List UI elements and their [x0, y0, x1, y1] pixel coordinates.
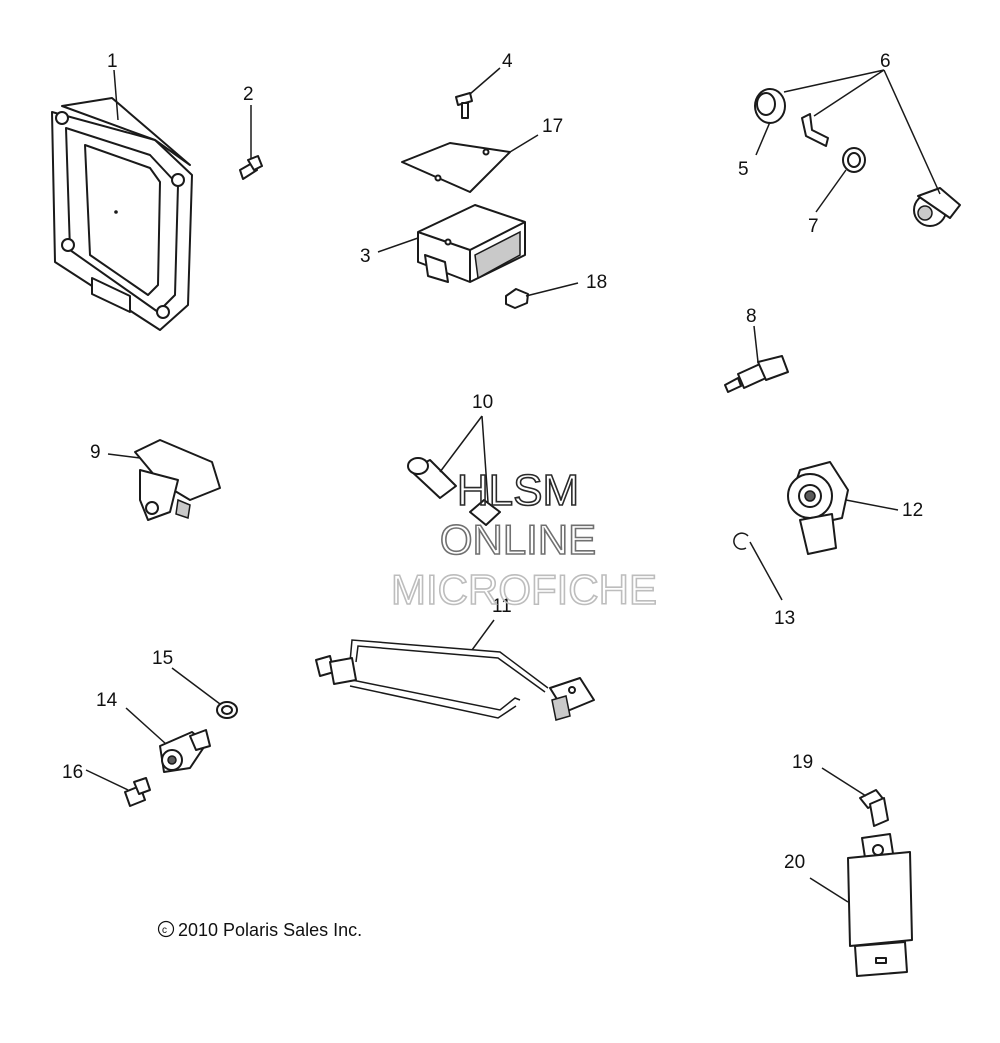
- callout-18: 18: [586, 272, 607, 293]
- leader-1: [113, 69, 119, 121]
- part-15-o-ring: [216, 701, 238, 719]
- part-19-bolt: [859, 789, 889, 827]
- callout-20: 20: [784, 852, 805, 873]
- part-20-relay: [847, 833, 913, 977]
- leader-20: [809, 877, 849, 903]
- callout-1: 1: [107, 51, 118, 72]
- callout-11: 11: [492, 596, 512, 617]
- leader-14: [125, 707, 167, 745]
- leader-3: [377, 237, 419, 253]
- callout-8: 8: [746, 306, 757, 327]
- callout-4: 4: [502, 51, 513, 72]
- part-17-cover-plate: [401, 142, 511, 193]
- callout-10: 10: [472, 392, 493, 413]
- callout-17: 17: [542, 116, 563, 137]
- part-12-knock-sensor: [787, 461, 849, 555]
- callout-15: 15: [152, 648, 173, 669]
- part-5-plug: [754, 88, 786, 124]
- leader-8: [753, 325, 759, 363]
- leader-18: [525, 282, 579, 297]
- part-4-screw: [455, 92, 473, 119]
- part-18-nut: [505, 288, 529, 309]
- leader-5: [755, 121, 771, 156]
- leader-11: [471, 619, 495, 651]
- callout-2: 2: [243, 84, 254, 105]
- leader-13: [749, 541, 783, 601]
- leader-9: [107, 453, 141, 459]
- leader-16: [85, 769, 129, 791]
- copyright-icon: [157, 920, 175, 938]
- copyright-icon-letter: c: [162, 925, 167, 936]
- callout-13: 13: [774, 608, 795, 629]
- callout-3: 3: [360, 246, 371, 267]
- callout-6: 6: [880, 51, 891, 72]
- callout-16: 16: [62, 762, 83, 783]
- leader-15: [171, 667, 221, 705]
- leader-7: [815, 169, 847, 213]
- leader-6: [783, 69, 941, 195]
- watermark-line-3: MICROFICHE: [391, 566, 657, 613]
- part-16-bolt: [124, 777, 151, 807]
- callout-5: 5: [738, 159, 749, 180]
- callout-12: 12: [902, 500, 923, 521]
- leader-19: [821, 767, 867, 797]
- watermark: HLSM ONLINE MICROFICHE: [390, 465, 658, 614]
- callout-7: 7: [808, 216, 819, 237]
- part-2-bolt: [239, 155, 263, 180]
- part-11-wiring-harness: [315, 639, 595, 721]
- part-14-cam-sensor: [159, 729, 211, 773]
- copyright-text: 2010 Polaris Sales Inc.: [178, 920, 362, 940]
- part-6-sensor: [913, 187, 961, 227]
- part-3-regulator-module: [417, 204, 526, 283]
- callout-14: 14: [96, 690, 118, 711]
- callout-9: 9: [90, 442, 101, 463]
- callout-19: 19: [792, 752, 813, 773]
- part-1-ecu-module: [51, 97, 193, 331]
- watermark-line-2: ONLINE: [440, 516, 596, 563]
- copyright-notice: c 2010 Polaris Sales Inc.: [157, 920, 362, 940]
- part-9-map-sensor: [134, 439, 221, 521]
- part-6-bracket: [801, 113, 829, 147]
- part-8-temp-sensor: [724, 355, 789, 393]
- leader-17: [509, 134, 539, 153]
- leader-10: [439, 415, 489, 503]
- watermark-line-1: HLSM: [457, 466, 579, 515]
- part-10-connector: [407, 457, 501, 526]
- leader-12: [845, 499, 899, 511]
- part-13-clip: [733, 532, 749, 550]
- leader-4: [469, 67, 501, 95]
- part-7-seal: [842, 147, 866, 173]
